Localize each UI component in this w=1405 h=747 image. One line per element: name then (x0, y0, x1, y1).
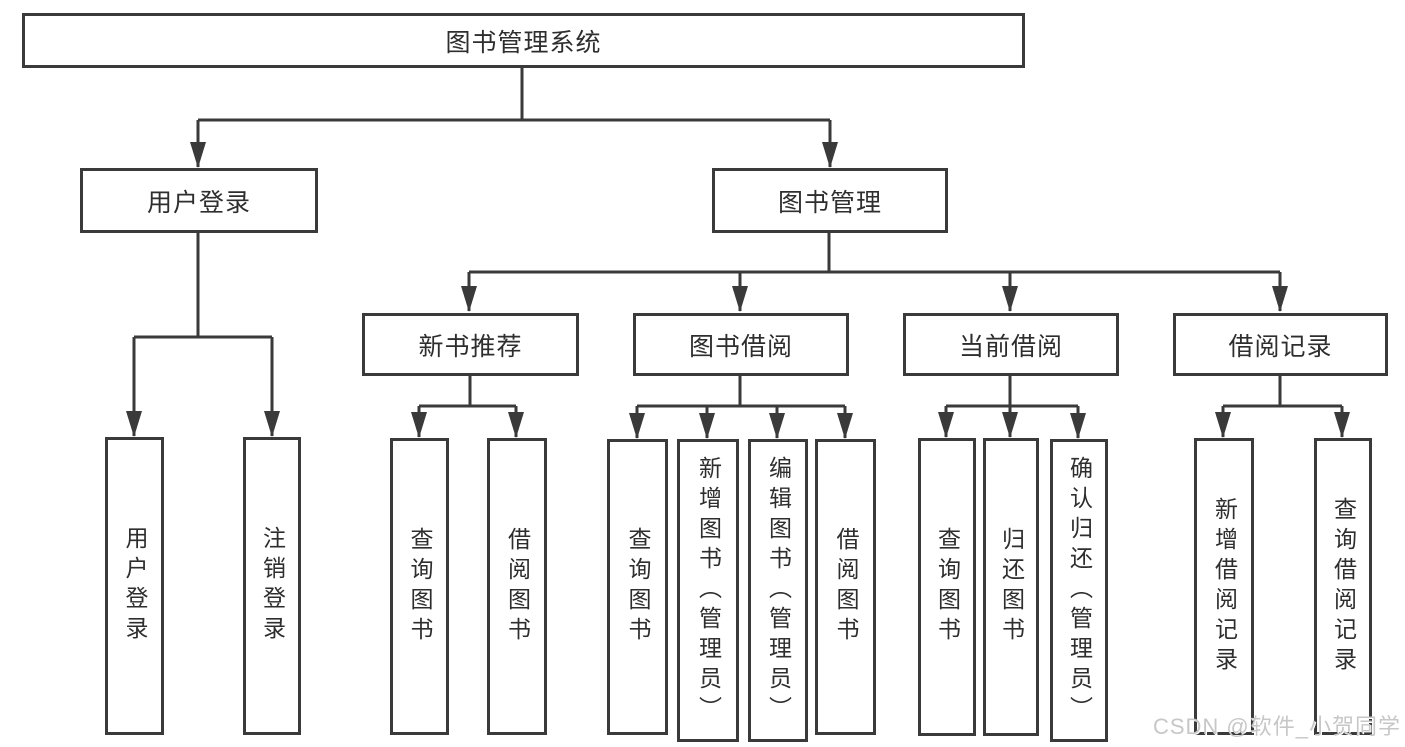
connector-root-to-level2 (190, 67, 838, 168)
leaf-query-books-recommend: 查询图书 (390, 438, 449, 735)
node-user-login: 用户登录 (80, 168, 318, 233)
leaf-confirm-return-admin: 确认归还（管理员） (1050, 439, 1108, 742)
leaf-edit-books-admin: 编辑图书（管理员） (748, 439, 808, 742)
connector-current-borrowing-to-leaves (938, 376, 1086, 439)
csdn-watermark: CSDN @软件_小贺同学 (1152, 714, 1401, 739)
node-book-borrowing: 图书借阅 (633, 313, 849, 376)
connector-book-borrowing-to-leaves (629, 376, 853, 439)
connector-new-book-recommend-to-leaves (411, 376, 524, 438)
leaf-borrow-books-recommend: 借阅图书 (487, 438, 547, 735)
leaf-borrow-books-borrowing: 借阅图书 (815, 439, 876, 735)
leaf-query-borrow-record: 查询借阅记录 (1314, 438, 1372, 735)
node-current-borrowing: 当前借阅 (903, 313, 1119, 376)
leaf-query-books-borrowing: 查询图书 (607, 439, 668, 735)
leaf-return-books: 归还图书 (983, 438, 1039, 736)
leaf-user-login: 用户登录 (105, 437, 164, 735)
node-new-book-recommend: 新书推荐 (362, 313, 579, 376)
leaf-add-borrow-record: 新增借阅记录 (1194, 438, 1254, 735)
leaf-query-books-current: 查询图书 (918, 438, 976, 736)
node-book-management: 图书管理 (712, 168, 948, 233)
connector-book-management-to-level3 (461, 233, 1288, 312)
leaf-logout: 注销登录 (243, 437, 301, 735)
node-root-library-system: 图书管理系统 (22, 13, 1025, 68)
connector-user-login-to-leaves (126, 232, 280, 437)
connector-borrowing-records-to-leaves (1215, 376, 1350, 438)
leaf-add-books-admin: 新增图书（管理员） (677, 439, 739, 742)
node-borrowing-records: 借阅记录 (1173, 313, 1388, 376)
